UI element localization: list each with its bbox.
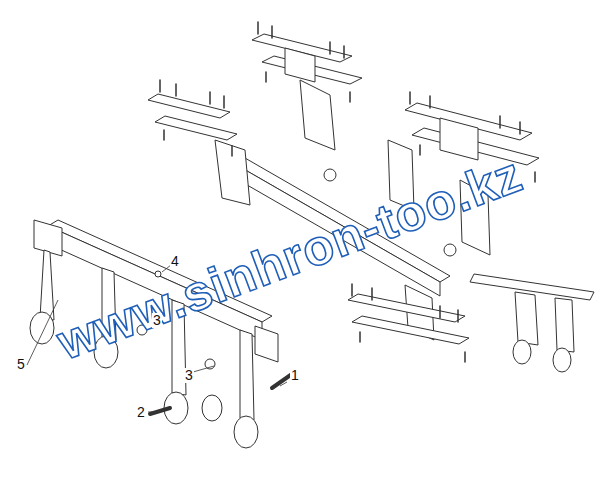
nut bbox=[444, 244, 456, 256]
mount-plate bbox=[300, 80, 335, 150]
disc bbox=[234, 416, 258, 448]
hanger bbox=[555, 298, 574, 352]
clamp-block bbox=[285, 48, 315, 82]
hanger bbox=[40, 250, 54, 320]
clamp-block bbox=[440, 118, 478, 160]
disc bbox=[553, 348, 571, 372]
end-plate bbox=[255, 326, 278, 362]
callout-number: 1 bbox=[290, 368, 300, 383]
hanger bbox=[240, 330, 254, 420]
callout-number: 4 bbox=[170, 254, 180, 269]
hanger bbox=[515, 292, 538, 345]
end-plate bbox=[34, 220, 62, 256]
clamp-plate bbox=[352, 316, 469, 344]
bolt-2 bbox=[150, 408, 170, 414]
callout-number: 5 bbox=[16, 357, 26, 372]
clamp-plate bbox=[155, 116, 237, 140]
watermark: www.sinhron-too.kz bbox=[50, 146, 530, 370]
bolt-1 bbox=[272, 374, 292, 388]
callout-number: 3 bbox=[184, 368, 194, 383]
disc bbox=[202, 395, 222, 421]
clamp-plate bbox=[148, 94, 230, 118]
nut bbox=[324, 169, 336, 181]
callout-number: 2 bbox=[136, 405, 146, 420]
disc bbox=[513, 340, 531, 364]
callout-number: 3 bbox=[152, 313, 162, 328]
